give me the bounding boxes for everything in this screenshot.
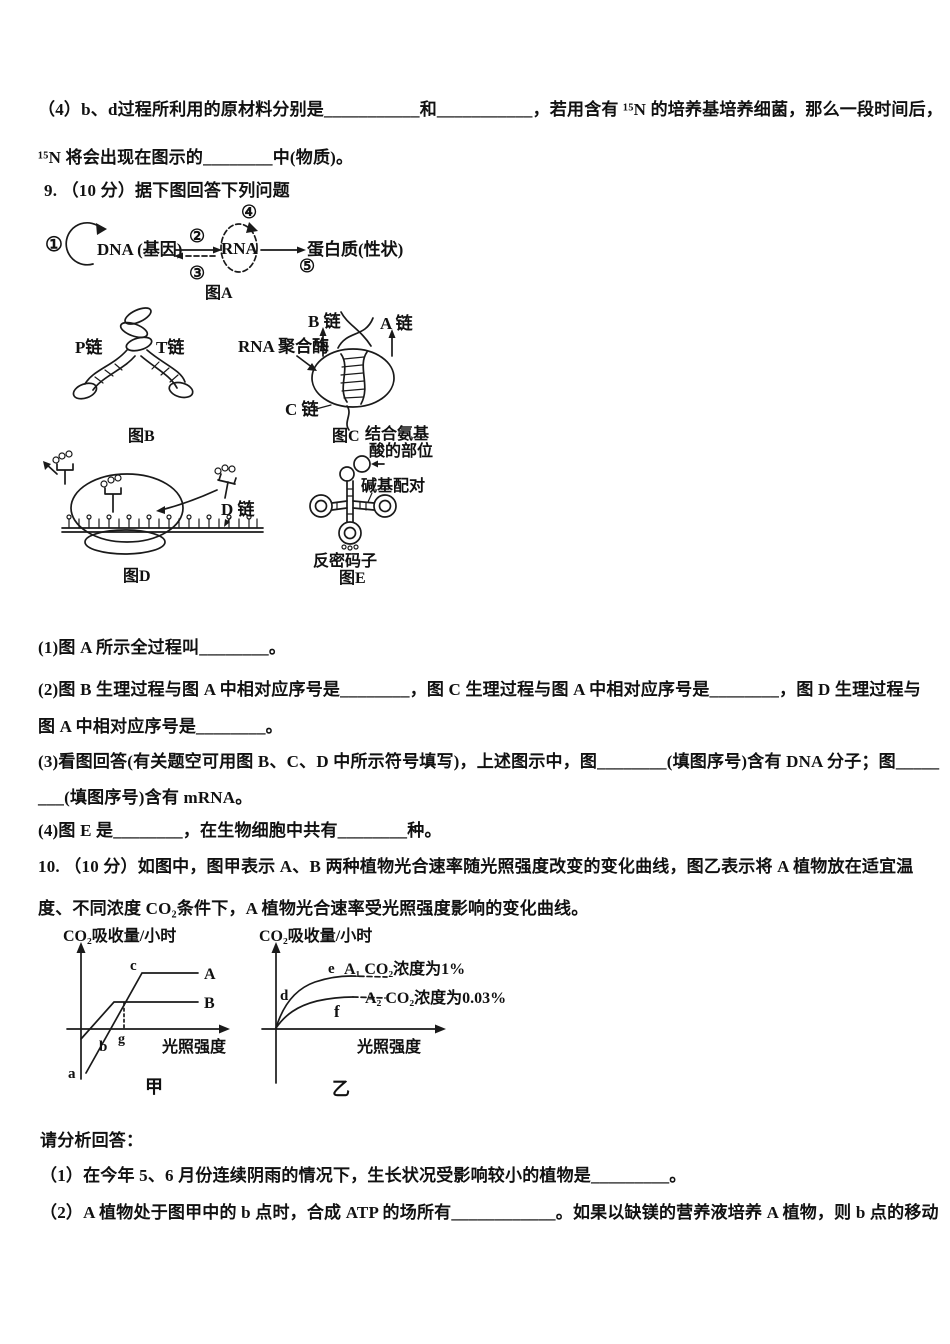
fig-a-circled-4: ④ — [241, 202, 257, 222]
fig-c-b-chain-label: B 链 — [308, 311, 342, 331]
trna-with-peptide — [214, 464, 237, 499]
q9-sub3-line1: (3)看图回答(有关题空可用图 B、C、D 中所示符号填写)，上述图示中，图__… — [38, 752, 940, 771]
fig-d-d-chain-label: D 链 — [221, 499, 256, 519]
fig-c-caption: 图C — [332, 427, 360, 445]
q9-sub3-line2: ___(填图序号)含有 mRNA。 — [38, 788, 253, 807]
q10-header-line2: 度、不同浓度 CO₂条件下，A 植物光合速率受光照强度影响的变化曲线。 — [38, 899, 589, 918]
yi-legend-2: A₂ CO₂浓度为0.03% — [365, 988, 506, 1007]
jia-point-c: c — [130, 958, 137, 974]
jia-point-g: g — [118, 1032, 125, 1047]
q9-sub1-text: (1)图 A 所示全过程叫________。 — [38, 638, 287, 657]
fig-c-c-chain-label: C 链 — [285, 399, 320, 419]
fig-a-circled-3: ③ — [189, 263, 205, 283]
graph-jia: CO₂吸收量/小时 A B c b a g 光照强度 甲 — [63, 926, 230, 1097]
fig-e-diagram: 结合氨基 酸的部位 碱基配对 反密码子 图E — [309, 424, 433, 587]
q9-sub2-line2: 图 A 中相对应序号是________。 — [38, 717, 283, 736]
fig-e-amino-site-line2: 酸的部位 — [369, 441, 433, 460]
fig-a-caption: 图A — [205, 284, 233, 302]
q8-part4-line2: ¹⁵N 将会出现在图示的________中(物质)。 — [38, 148, 354, 167]
q9-sub2-line1: (2)图 B 生理过程与图 A 中相对应序号是________，图 C 生理过程… — [38, 680, 921, 699]
fig-c-enzyme-label: RNA 聚合酶 — [238, 336, 329, 356]
yi-point-e: e — [328, 961, 335, 977]
trna-with-peptide — [100, 474, 122, 513]
fig-d-diagram: D 链 图D — [43, 450, 264, 585]
fig-e-caption: 图E — [339, 569, 366, 587]
fig-e-amino-site-line1: 结合氨基 — [364, 424, 430, 443]
fig-c-diagram: B 链 A 链 RNA 聚合酶 C 链 图C — [238, 311, 414, 445]
jia-curve-a-label: A — [204, 966, 216, 983]
photosynthesis-graphs: CO₂吸收量/小时 A B c b a g 光照强度 甲 CO₂吸收量/小时 — [63, 926, 506, 1099]
jia-point-a: a — [68, 1066, 76, 1082]
graph-yi: CO₂吸收量/小时 d e A₁ CO₂浓度为1% A₂ CO₂浓度为0.03%… — [259, 926, 506, 1099]
yi-point-d: d — [280, 988, 289, 1004]
q10-prompt: 请分析回答： — [40, 1131, 144, 1150]
q8-part4-line1: （4）b、d过程所利用的原材料分别是___________和__________… — [38, 100, 943, 119]
fig-a-dna-label: DNA (基因) — [97, 239, 182, 259]
yi-y-axis-label: CO₂吸收量/小时 — [259, 926, 372, 945]
jia-point-b: b — [99, 1039, 107, 1055]
jia-curve-b-label: B — [204, 995, 215, 1012]
fig-a-circled-2: ② — [189, 226, 205, 246]
yi-caption: 乙 — [332, 1079, 350, 1099]
fig-b-diagram: P链 T链 图B — [72, 307, 194, 445]
fig-e-base-pairing-label: 碱基配对 — [361, 476, 425, 495]
q10-sub2-text: （2）A 植物处于图甲中的 b 点时，合成 ATP 的场所有__________… — [40, 1203, 939, 1222]
mrna-teeth — [66, 514, 258, 529]
fig-a-protein-label: 蛋白质(性状) — [307, 239, 403, 259]
q9-header: 9. （10 分）据下图回答下列问题 — [44, 181, 290, 200]
fig-b-t-chain-label: T链 — [156, 337, 185, 357]
fig-e-anticodon-label: 反密码子 — [313, 551, 377, 570]
yi-x-axis-label: 光照强度 — [356, 1037, 422, 1056]
fig-a-diagram: ① DNA (基因) ② ③ ④ RNA ⑤ 蛋白质(性状) 图A — [45, 202, 403, 302]
jia-caption: 甲 — [145, 1077, 163, 1097]
q10-header-line1: 10. （10 分）如图中，图甲表示 A、B 两种植物光合速率随光照强度改变的变… — [38, 857, 914, 876]
yi-point-f: f — [334, 1002, 340, 1021]
fig-d-caption: 图D — [123, 567, 151, 585]
jia-x-axis-label: 光照强度 — [161, 1037, 227, 1056]
trna-with-peptide — [52, 450, 74, 485]
yi-legend-1: A₁ CO₂浓度为1% — [344, 959, 465, 978]
fig-a-circled-5: ⑤ — [299, 256, 315, 276]
gene-expression-figures: ① DNA (基因) ② ③ ④ RNA ⑤ 蛋白质(性状) 图A — [43, 202, 433, 587]
q9-sub4-text: (4)图 E 是________，在生物细胞中共有________种。 — [38, 821, 442, 840]
jia-y-axis-label: CO₂吸收量/小时 — [63, 926, 176, 945]
fig-a-rna-label: RNA — [221, 239, 259, 258]
fig-a-circled-1: ① — [45, 234, 63, 256]
fig-c-a-chain-label: A 链 — [380, 313, 414, 333]
fig-b-caption: 图B — [128, 427, 155, 445]
q10-sub1-text: （1）在今年 5、6 月份连续阴雨的情况下，生长状况受影响较小的植物是_____… — [40, 1166, 687, 1185]
fig-b-p-chain-label: P链 — [75, 337, 103, 357]
